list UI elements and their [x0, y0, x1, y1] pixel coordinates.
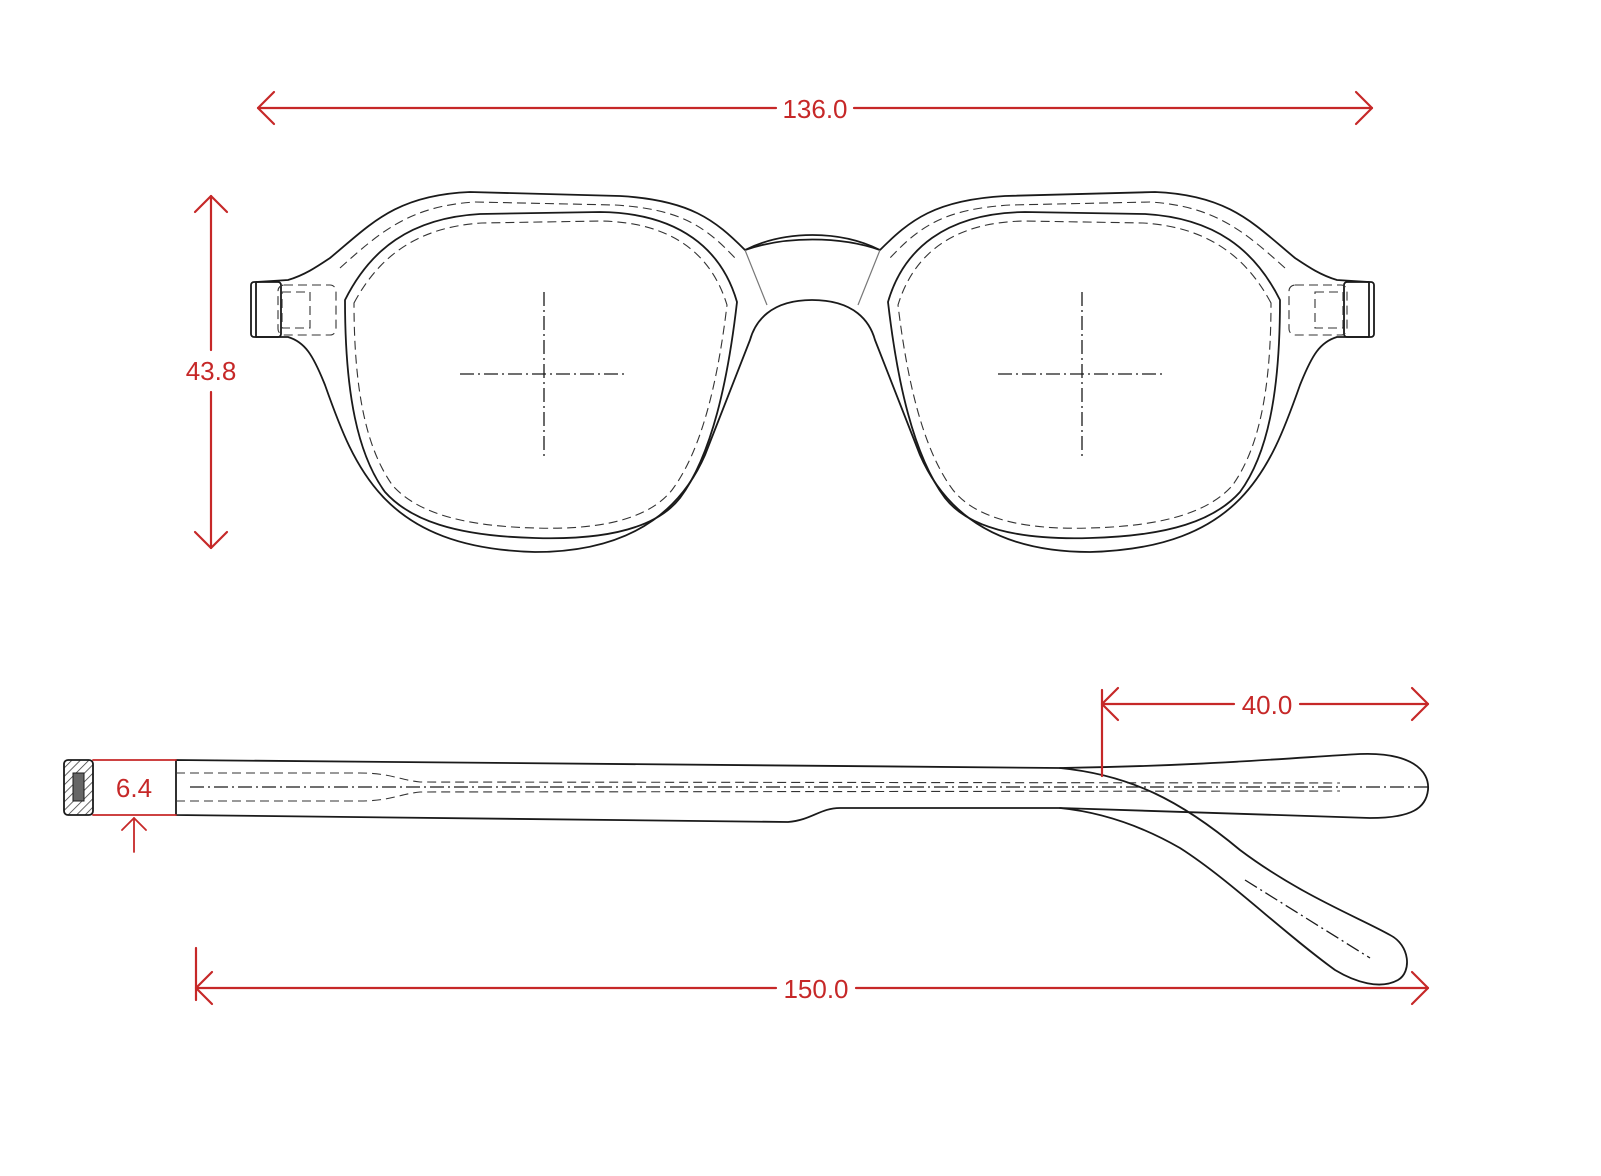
arrow-head-tip-right [1410, 686, 1430, 722]
bridge-joint-left [744, 249, 768, 306]
lens-center-mark-right [998, 292, 1166, 456]
lens-center-mark-left [460, 292, 628, 456]
arrow-head-up [193, 194, 229, 214]
temple-core-dashed [176, 772, 1341, 784]
arrow-head-thickness [121, 817, 147, 831]
hinge-dashed-left [277, 284, 337, 336]
temple-core-wire [72, 772, 85, 802]
temple-straight-outline [175, 753, 1429, 823]
arrow-head-down [193, 530, 229, 550]
hinge-dashed-inner-right [1314, 291, 1344, 329]
bridge-joint-right [857, 249, 881, 306]
arrow-head-left [256, 90, 276, 126]
hinge-dashed-inner-left [281, 291, 311, 329]
temple-core-dashed-lower [176, 790, 1341, 802]
arrow-head-length-right [1410, 970, 1430, 1006]
arrow-head-length-left [194, 970, 214, 1006]
frame-front-view [250, 191, 1375, 553]
dimension-temple-length [194, 946, 1430, 1006]
frame-outer-outline [255, 191, 1370, 553]
dimension-temple-tip [1100, 686, 1430, 778]
dimension-label-temple-thickness: 6.4 [116, 773, 152, 803]
dimension-lens-height [193, 194, 229, 550]
hinge-block-left [250, 281, 282, 338]
dimension-label-temple-tip: 40.0 [1242, 690, 1293, 720]
arrow-head-right [1354, 90, 1374, 126]
lens-right-outline [887, 211, 1281, 540]
dimension-temple-thickness [92, 759, 177, 853]
temple-bent-center-line [1244, 879, 1371, 959]
hinge-block-right [1343, 281, 1375, 338]
temple-side-view [63, 753, 1432, 986]
lens-left-groove [353, 220, 728, 529]
arrow-head-tip-left [1100, 686, 1120, 722]
bridge-top-line [744, 234, 881, 251]
lens-right-groove [897, 220, 1272, 529]
frame-dashed-outline-right [889, 201, 1286, 269]
dimension-total-width [256, 90, 1374, 126]
dimension-label-lens-height: 43.8 [186, 356, 237, 386]
lens-left-outline [344, 211, 738, 540]
dimension-label-total-width: 136.0 [782, 94, 847, 124]
temple-bent-tip [1059, 767, 1408, 986]
hinge-dashed-right [1288, 284, 1348, 336]
frame-dashed-outline [339, 201, 736, 269]
dimension-label-temple-length: 150.0 [783, 974, 848, 1004]
